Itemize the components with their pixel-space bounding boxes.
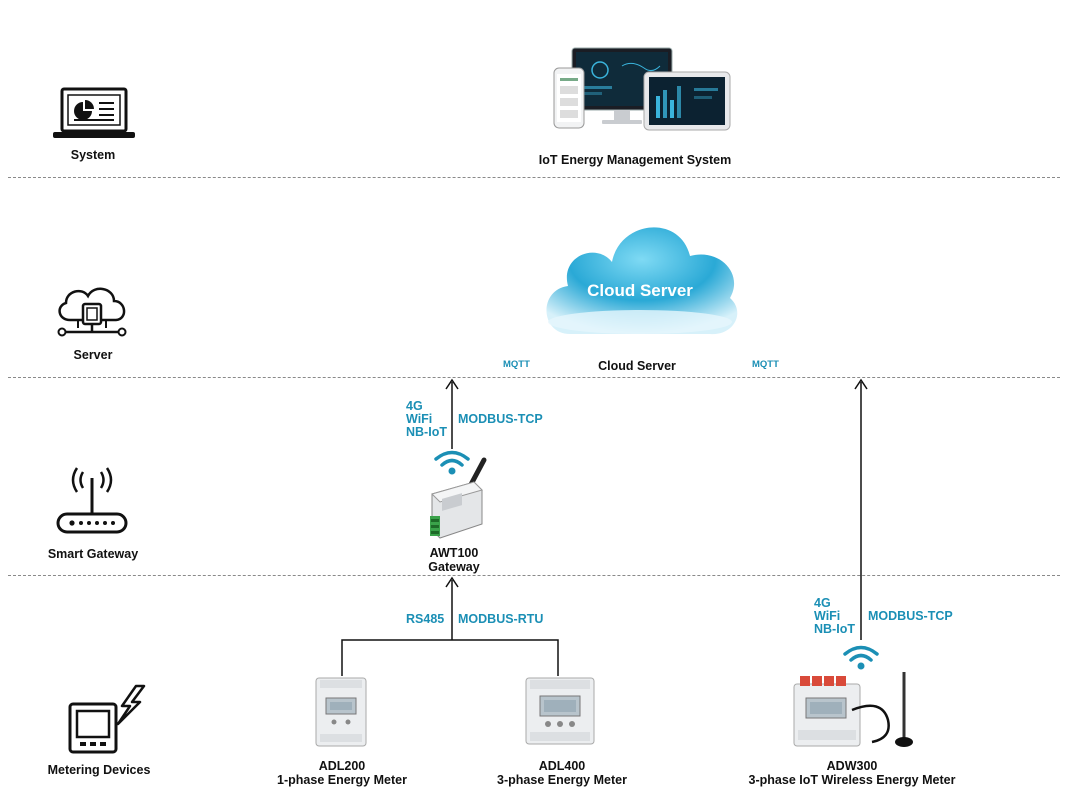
adw300-meter-device <box>793 672 913 747</box>
mqtt-left-label: MQTT <box>503 359 530 370</box>
wifi-icon <box>434 450 470 475</box>
cloud-banner: Cloud Server <box>587 281 693 300</box>
wireless-uplink-media: 4G WiFi NB-IoT <box>814 596 855 636</box>
monitor-chart-icon <box>53 87 135 138</box>
layer-label-system: System <box>70 148 116 162</box>
divider-gateway-metering <box>8 575 1060 576</box>
gateway-uplink-media: 4G WiFi NB-IoT <box>406 399 447 439</box>
device-caption-adw300: ADW300 3-phase IoT Wireless Energy Meter <box>722 759 982 787</box>
system-name: IoT Energy Management System <box>538 153 732 167</box>
divider-system-server <box>8 177 1060 178</box>
device-model: ADL200 <box>318 759 366 773</box>
mqtt-right-label: MQTT <box>752 359 779 370</box>
adl400-meter-device <box>525 677 595 745</box>
meter-lightning-icon <box>68 684 146 754</box>
dashboard-devices-illustration <box>553 47 731 131</box>
layer-label-gateway: Smart Gateway <box>47 547 139 561</box>
gateway-uplink-protocol: MODBUS-TCP <box>458 412 543 426</box>
device-type: 3-phase Energy Meter <box>497 773 627 787</box>
cloud-server-graphic <box>546 227 738 335</box>
router-icon <box>56 467 128 534</box>
cloud-network-icon <box>57 287 127 337</box>
device-model: ADW300 <box>826 759 878 773</box>
rs485-bus-line <box>341 639 559 676</box>
downlink-protocol-label: MODBUS-RTU <box>458 612 544 626</box>
downlink-bus-label: RS485 <box>406 612 445 626</box>
device-type: 1-phase Energy Meter <box>277 773 407 787</box>
divider-server-gateway <box>8 377 1060 378</box>
gateway-model: AWT100 <box>429 546 479 560</box>
device-caption-adl400: ADL400 3-phase Energy Meter <box>452 759 672 787</box>
gateway-type: Gateway <box>428 560 480 574</box>
device-caption-adl200: ADL200 1-phase Energy Meter <box>232 759 452 787</box>
layer-label-server: Server <box>73 348 113 362</box>
layer-label-metering: Metering Devices <box>47 763 151 777</box>
adl200-meter-device <box>315 677 367 747</box>
gateway-caption: AWT100 Gateway <box>402 546 506 574</box>
wireless-uplink-protocol: MODBUS-TCP <box>868 609 953 623</box>
awt100-gateway-device <box>430 457 487 539</box>
wifi-icon <box>843 645 879 670</box>
cloud-caption: Cloud Server <box>598 359 676 373</box>
device-model: ADL400 <box>538 759 586 773</box>
device-type: 3-phase IoT Wireless Energy Meter <box>748 773 956 787</box>
